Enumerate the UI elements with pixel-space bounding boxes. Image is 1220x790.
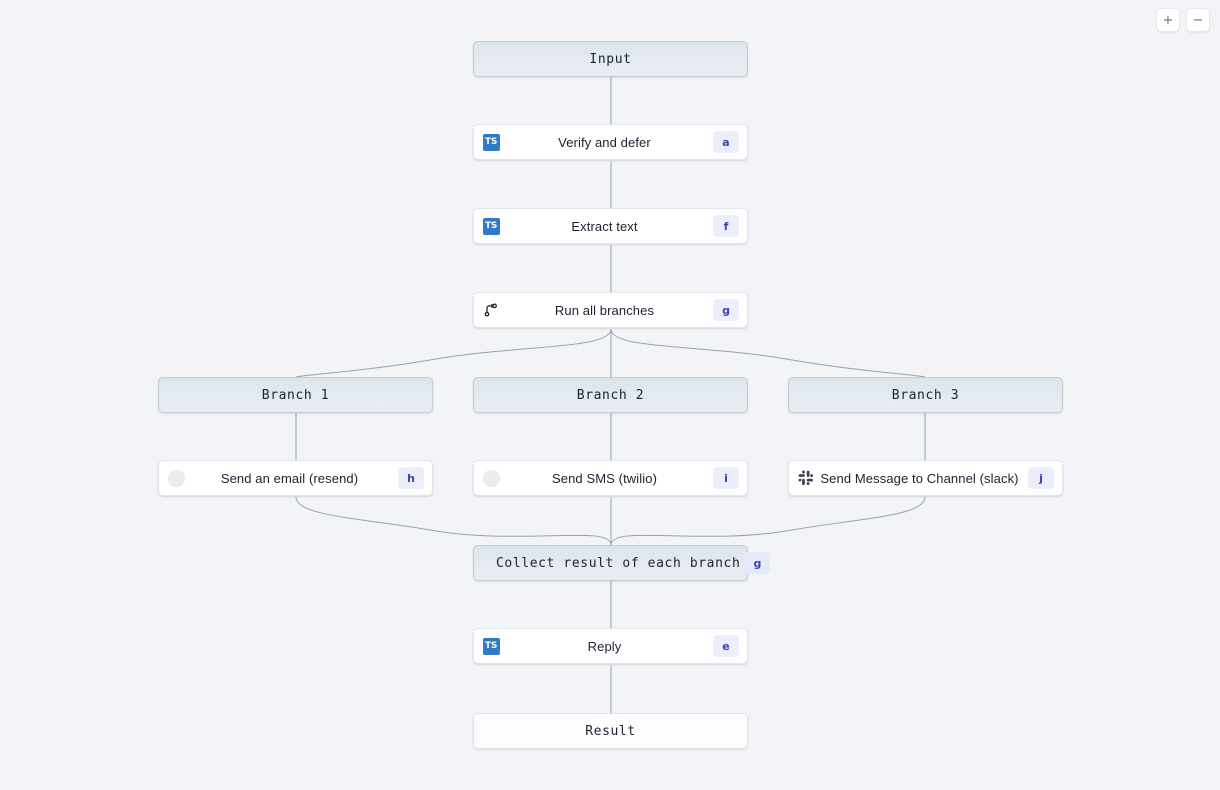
node-send-an-email[interactable]: Send an email (resend) h: [158, 460, 433, 496]
node-branch-2[interactable]: Branch 2: [473, 377, 748, 413]
typescript-icon: TS: [482, 133, 500, 151]
edge-runall-branch1: [295, 328, 612, 378]
node-reply-label: Reply: [587, 638, 622, 654]
node-branch-1-label: Branch 1: [261, 387, 330, 403]
node-branch-3-label: Branch 3: [891, 387, 960, 403]
resend-icon: [167, 469, 185, 487]
node-reply-badge[interactable]: e: [713, 635, 739, 657]
node-verify-and-defer-badge[interactable]: a: [713, 131, 739, 153]
node-extract-text[interactable]: TS Extract text f: [473, 208, 748, 244]
node-verify-and-defer-label: Verify and defer: [558, 134, 651, 150]
zoom-controls: + −: [1156, 8, 1210, 32]
zoom-out-button[interactable]: −: [1186, 8, 1210, 32]
git-branch-icon: [482, 301, 500, 319]
node-run-all-branches-label: Run all branches: [554, 302, 655, 318]
node-result-label: Result: [585, 723, 636, 739]
edge-slack-collect: [610, 496, 926, 546]
node-send-message-to-channel[interactable]: Send Message to Channel (slack) j: [788, 460, 1063, 496]
node-result[interactable]: Result: [473, 713, 748, 749]
edge-email-collect: [295, 496, 612, 546]
node-verify-and-defer[interactable]: TS Verify and defer a: [473, 124, 748, 160]
node-send-an-email-badge[interactable]: h: [398, 467, 424, 489]
node-branch-1[interactable]: Branch 1: [158, 377, 433, 413]
minus-icon: −: [1192, 12, 1204, 28]
node-input[interactable]: Input: [473, 41, 748, 77]
node-collect-result-badge[interactable]: g: [744, 552, 771, 574]
node-run-all-branches-badge[interactable]: g: [713, 299, 739, 321]
node-extract-text-label: Extract text: [571, 218, 638, 234]
node-send-sms-label: Send SMS (twilio): [551, 470, 657, 486]
typescript-icon: TS: [482, 217, 500, 235]
node-send-sms[interactable]: Send SMS (twilio) i: [473, 460, 748, 496]
node-run-all-branches[interactable]: Run all branches g: [473, 292, 748, 328]
node-send-sms-badge[interactable]: i: [713, 467, 739, 489]
edge-runall-branch3: [610, 328, 926, 378]
slack-icon: [797, 469, 815, 487]
node-send-message-to-channel-label: Send Message to Channel (slack): [820, 470, 1019, 486]
plus-icon: +: [1162, 12, 1174, 28]
node-branch-2-label: Branch 2: [576, 387, 645, 403]
typescript-icon: TS: [482, 637, 500, 655]
node-send-an-email-label: Send an email (resend): [220, 470, 359, 486]
twilio-icon: [482, 469, 500, 487]
node-extract-text-badge[interactable]: f: [713, 215, 739, 237]
node-collect-result-label: Collect result of each branch: [496, 555, 741, 571]
node-branch-3[interactable]: Branch 3: [788, 377, 1063, 413]
node-reply[interactable]: TS Reply e: [473, 628, 748, 664]
zoom-in-button[interactable]: +: [1156, 8, 1180, 32]
node-input-label: Input: [589, 51, 632, 67]
node-send-message-to-channel-badge[interactable]: j: [1028, 467, 1054, 489]
node-collect-result[interactable]: Collect result of each branch g: [473, 545, 771, 581]
